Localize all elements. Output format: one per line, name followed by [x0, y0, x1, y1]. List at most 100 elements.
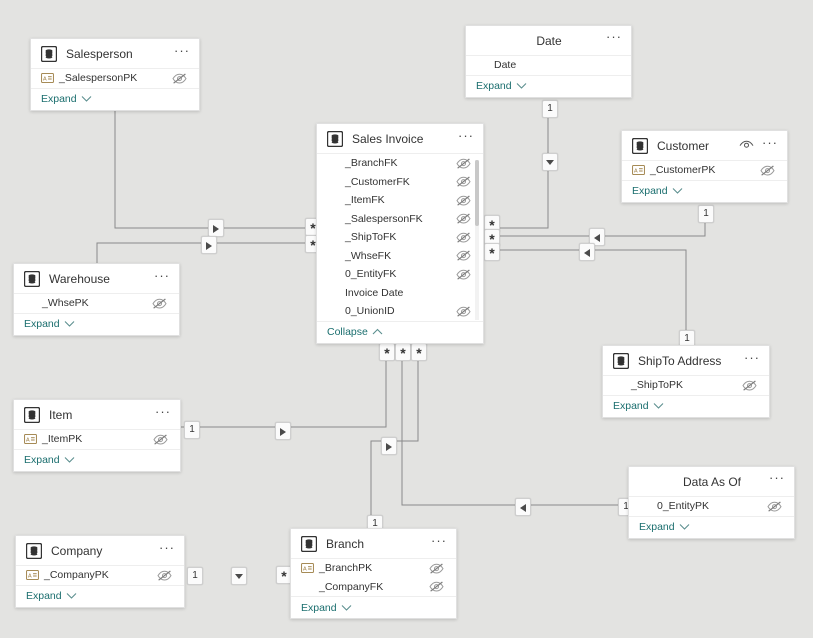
hidden-eye-icon[interactable] — [456, 232, 471, 243]
table-header-customer[interactable]: Customer··· — [622, 131, 787, 161]
relationship-line[interactable] — [401, 349, 628, 506]
expand-button-customer[interactable]: Expand — [622, 179, 787, 202]
more-options-icon[interactable]: ··· — [762, 135, 778, 150]
relationship-line[interactable] — [498, 110, 549, 229]
expand-button-warehouse[interactable]: Expand — [14, 312, 179, 335]
relationship-line[interactable] — [114, 110, 305, 229]
table-footer-label[interactable]: Expand — [613, 400, 649, 412]
field-row[interactable]: Date — [466, 56, 631, 75]
filter-direction-left-icon[interactable] — [579, 243, 595, 261]
cardinality-one-badge[interactable]: 1 — [698, 205, 714, 223]
filter-direction-down-icon[interactable] — [542, 153, 558, 171]
table-footer-label[interactable]: Expand — [24, 318, 60, 330]
table-footer-label[interactable]: Expand — [476, 80, 512, 92]
table-header-salesperson[interactable]: Salesperson··· — [31, 39, 199, 69]
field-row[interactable]: A_SalespersonPK — [31, 69, 199, 88]
visible-eye-icon[interactable] — [739, 140, 754, 151]
field-row[interactable]: A_CompanyPK — [16, 566, 184, 585]
chevron-down-icon[interactable] — [341, 604, 352, 612]
more-options-icon[interactable]: ··· — [606, 29, 622, 44]
table-card-company[interactable]: Company···A_CompanyPK Expand — [15, 535, 185, 608]
field-row[interactable]: _ItemFK — [317, 191, 483, 210]
table-card-warehouse[interactable]: Warehouse···_WhsePK Expand — [13, 263, 180, 336]
more-options-icon[interactable]: ··· — [154, 268, 170, 283]
hidden-eye-icon[interactable] — [456, 306, 471, 317]
field-list-scroll-track[interactable] — [475, 160, 479, 320]
field-row[interactable]: _CompanyFK — [291, 578, 456, 597]
more-options-icon[interactable]: ··· — [744, 350, 760, 365]
cardinality-one-badge[interactable]: 1 — [187, 567, 203, 585]
field-row[interactable]: 0_UnionID — [317, 302, 483, 321]
cardinality-one-badge[interactable]: 1 — [184, 421, 200, 439]
cardinality-many-badge[interactable]: * — [395, 343, 411, 361]
filter-direction-left-icon[interactable] — [589, 228, 605, 246]
hidden-eye-icon[interactable] — [157, 570, 172, 581]
table-footer-label[interactable]: Expand — [632, 185, 668, 197]
hidden-eye-icon[interactable] — [456, 158, 471, 169]
table-header-company[interactable]: Company··· — [16, 536, 184, 566]
filter-direction-right-icon[interactable] — [201, 236, 217, 254]
filter-direction-left-icon[interactable] — [515, 498, 531, 516]
cardinality-many-badge[interactable]: * — [379, 343, 395, 361]
hidden-eye-icon[interactable] — [456, 250, 471, 261]
table-header-branch[interactable]: Branch··· — [291, 529, 456, 559]
filter-direction-down-icon[interactable] — [231, 567, 247, 585]
expand-button-salesperson[interactable]: Expand — [31, 87, 199, 110]
table-header-data-as-of[interactable]: Data As Of··· — [629, 467, 794, 497]
filter-direction-right-icon[interactable] — [381, 437, 397, 455]
field-row[interactable]: A_ItemPK — [14, 430, 180, 449]
hidden-eye-icon[interactable] — [760, 165, 775, 176]
table-footer-label[interactable]: Expand — [301, 601, 337, 614]
expand-button-item[interactable]: Expand — [14, 448, 180, 471]
chevron-up-icon[interactable] — [372, 328, 383, 336]
hidden-eye-icon[interactable] — [429, 581, 444, 592]
hidden-eye-icon[interactable] — [429, 563, 444, 574]
more-options-icon[interactable]: ··· — [159, 540, 175, 555]
table-header-date[interactable]: Date··· — [466, 26, 631, 56]
more-options-icon[interactable]: ··· — [458, 128, 474, 143]
field-row[interactable]: 0_EntityFK — [317, 265, 483, 284]
more-options-icon[interactable]: ··· — [769, 470, 785, 485]
expand-button-branch[interactable]: Expand — [291, 596, 456, 618]
chevron-down-icon[interactable] — [64, 320, 75, 328]
field-row[interactable]: _WhsePK — [14, 294, 179, 313]
hidden-eye-icon[interactable] — [767, 501, 782, 512]
hidden-eye-icon[interactable] — [456, 269, 471, 280]
table-footer-label[interactable]: Expand — [24, 454, 60, 466]
table-header-sales-invoice[interactable]: Sales Invoice··· — [317, 124, 483, 154]
field-list-scrollbar[interactable] — [475, 160, 479, 226]
table-card-sales-invoice[interactable]: Sales Invoice···_BranchFK_CustomerFK_Ite… — [316, 123, 484, 344]
table-footer-label[interactable]: Expand — [26, 590, 62, 602]
table-header-warehouse[interactable]: Warehouse··· — [14, 264, 179, 294]
expand-button-shipto-address[interactable]: Expand — [603, 394, 769, 417]
filter-direction-right-icon[interactable] — [208, 219, 224, 237]
expand-button-date[interactable]: Expand — [466, 74, 631, 97]
filter-direction-right-icon[interactable] — [275, 422, 291, 440]
cardinality-one-badge[interactable]: 1 — [542, 100, 558, 118]
more-options-icon[interactable]: ··· — [174, 43, 190, 58]
expand-button-data-as-of[interactable]: Expand — [629, 515, 794, 538]
field-row[interactable]: _CustomerFK — [317, 173, 483, 192]
hidden-eye-icon[interactable] — [456, 176, 471, 187]
field-row[interactable]: _SalespersonFK — [317, 210, 483, 229]
relationship-line[interactable] — [498, 249, 687, 345]
field-row[interactable]: Invoice Date — [317, 284, 483, 303]
field-row[interactable]: _ShipToPK — [603, 376, 769, 395]
hidden-eye-icon[interactable] — [172, 73, 187, 84]
relationship-line[interactable] — [181, 349, 387, 428]
field-row[interactable]: _ShipToFK — [317, 228, 483, 247]
hidden-eye-icon[interactable] — [456, 213, 471, 224]
chevron-down-icon[interactable] — [672, 187, 683, 195]
field-row[interactable]: 0_EntityPK — [629, 497, 794, 516]
hidden-eye-icon[interactable] — [153, 434, 168, 445]
chevron-down-icon[interactable] — [653, 402, 664, 410]
hidden-eye-icon[interactable] — [742, 380, 757, 391]
expand-button-company[interactable]: Expand — [16, 584, 184, 607]
hidden-eye-icon[interactable] — [152, 298, 167, 309]
